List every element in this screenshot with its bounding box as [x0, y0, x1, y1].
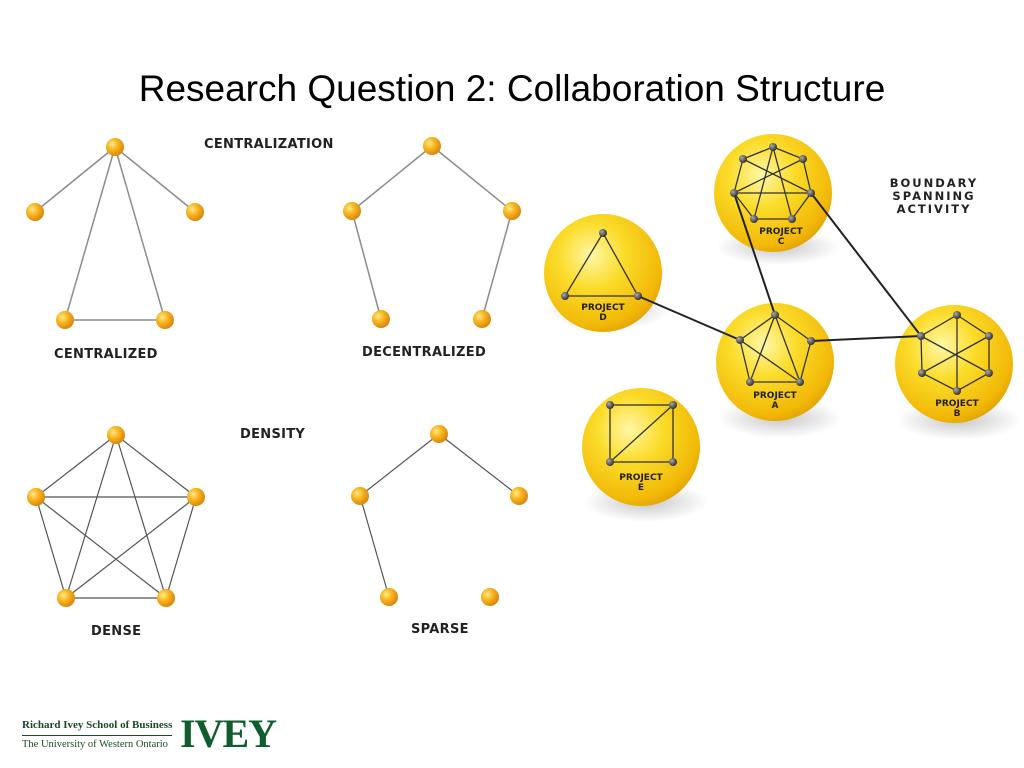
- project-e-network: [609, 404, 674, 463]
- project-e-nodes: [606, 401, 677, 466]
- network-node: [372, 310, 390, 328]
- project-c-label: PROJECT: [759, 227, 803, 237]
- network-node: [26, 203, 44, 221]
- dense-network: [35, 434, 197, 599]
- network-node: [351, 487, 369, 505]
- project-e-label: PROJECT: [619, 473, 663, 483]
- project-a-nodes: [736, 311, 815, 386]
- boundary-line-1: BOUNDARY: [889, 176, 979, 190]
- network-node: [107, 426, 125, 444]
- project-c-letter: C: [778, 237, 785, 247]
- project-d-letter: D: [599, 313, 606, 323]
- network-node: [106, 138, 124, 156]
- project-e-letter: E: [638, 483, 644, 493]
- network-node: [510, 487, 528, 505]
- network-node: [503, 202, 521, 220]
- density-heading: DENSITY: [240, 427, 306, 442]
- decentralized-caption: DECENTRALIZED: [362, 345, 487, 360]
- network-node: [473, 310, 491, 328]
- centralized-nodes: [26, 138, 204, 329]
- dense-nodes: [27, 426, 205, 607]
- project-d-disc: [544, 214, 662, 332]
- centralization-heading: CENTRALIZATION: [204, 137, 334, 152]
- project-d-label: PROJECT: [581, 303, 625, 313]
- network-node: [343, 202, 361, 220]
- project-b-letter: B: [954, 409, 961, 419]
- project-d-network: [563, 231, 640, 297]
- project-labels: PROJECT D PROJECT C PROJECT A PROJECT B …: [581, 227, 979, 493]
- network-node: [56, 311, 74, 329]
- sparse-nodes: [351, 425, 528, 606]
- network-node: [423, 137, 441, 155]
- network-node: [157, 589, 175, 607]
- project-e-disc: [582, 388, 700, 506]
- network-node: [380, 588, 398, 606]
- project-a-disc: [716, 303, 834, 421]
- network-node: [430, 425, 448, 443]
- ivey-logo: IVEY: [180, 711, 277, 756]
- network-node: [27, 488, 45, 506]
- project-b-nodes: [917, 311, 993, 395]
- decentralized-network: [351, 145, 513, 320]
- network-node: [481, 588, 499, 606]
- centralized-caption: CENTRALIZED: [54, 347, 158, 362]
- project-c-network: [733, 146, 812, 220]
- school-name-block: Richard Ivey School of Business The Univ…: [22, 719, 173, 751]
- network-node: [156, 311, 174, 329]
- project-d-nodes: [561, 229, 642, 300]
- boundary-line-3: ACTIVITY: [896, 202, 972, 216]
- decentralized-nodes: [343, 137, 521, 328]
- project-a-letter: A: [772, 401, 779, 411]
- network-node: [186, 203, 204, 221]
- centralized-network: [34, 146, 196, 321]
- network-node: [57, 589, 75, 607]
- university-name: The University of Western Ontario: [22, 735, 173, 751]
- sparse-caption: SPARSE: [411, 622, 469, 637]
- project-c-nodes: [730, 143, 815, 223]
- page-title: Research Question 2: Collaboration Struc…: [138, 68, 886, 109]
- project-a-label: PROJECT: [753, 391, 797, 401]
- network-node: [187, 488, 205, 506]
- project-a-network: [739, 314, 812, 383]
- boundary-spanning-heading: BOUNDARY SPANNING ACTIVITY: [872, 177, 996, 216]
- school-name: Richard Ivey School of Business: [22, 719, 173, 731]
- boundary-links: [637, 192, 922, 342]
- sparse-network: [359, 433, 520, 598]
- project-b-label: PROJECT: [935, 399, 979, 409]
- boundary-line-2: SPANNING: [892, 189, 976, 203]
- dense-caption: DENSE: [91, 624, 142, 639]
